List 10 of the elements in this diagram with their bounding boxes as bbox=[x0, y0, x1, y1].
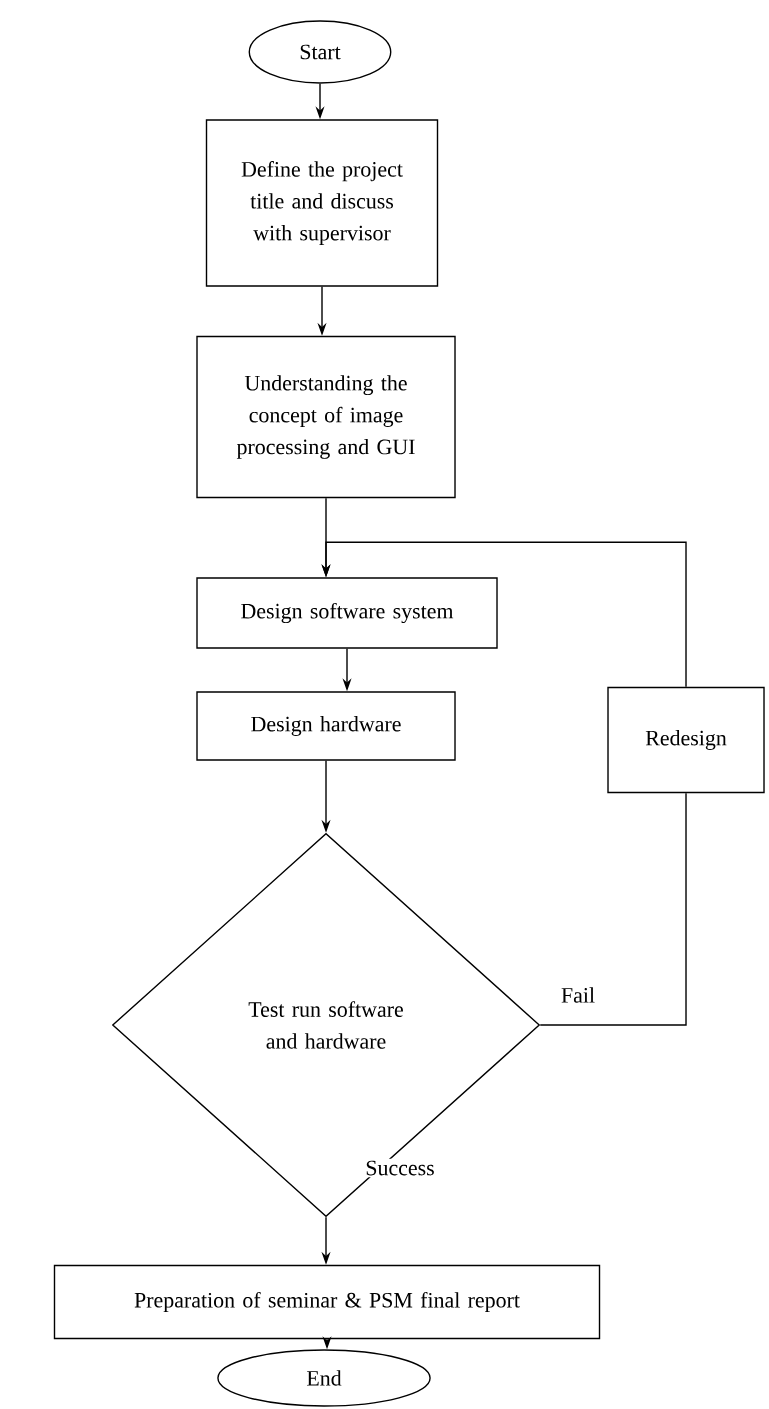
process-box: Define the project title and discuss with supervisor bbox=[205, 119, 439, 287]
start-oval: Start bbox=[248, 20, 392, 84]
end-oval: End bbox=[217, 1349, 431, 1407]
process-box: Design hardware bbox=[196, 691, 456, 761]
process-box: Design software system bbox=[196, 577, 498, 649]
edge-label: Success bbox=[363, 1158, 437, 1178]
edge-label: Fail bbox=[558, 985, 598, 1005]
process-box: Understanding the concept of image processing and GUI bbox=[196, 335, 456, 499]
process-box: Redesign bbox=[607, 686, 765, 794]
process-box: Preparation of seminar & PSM final report bbox=[53, 1264, 601, 1340]
